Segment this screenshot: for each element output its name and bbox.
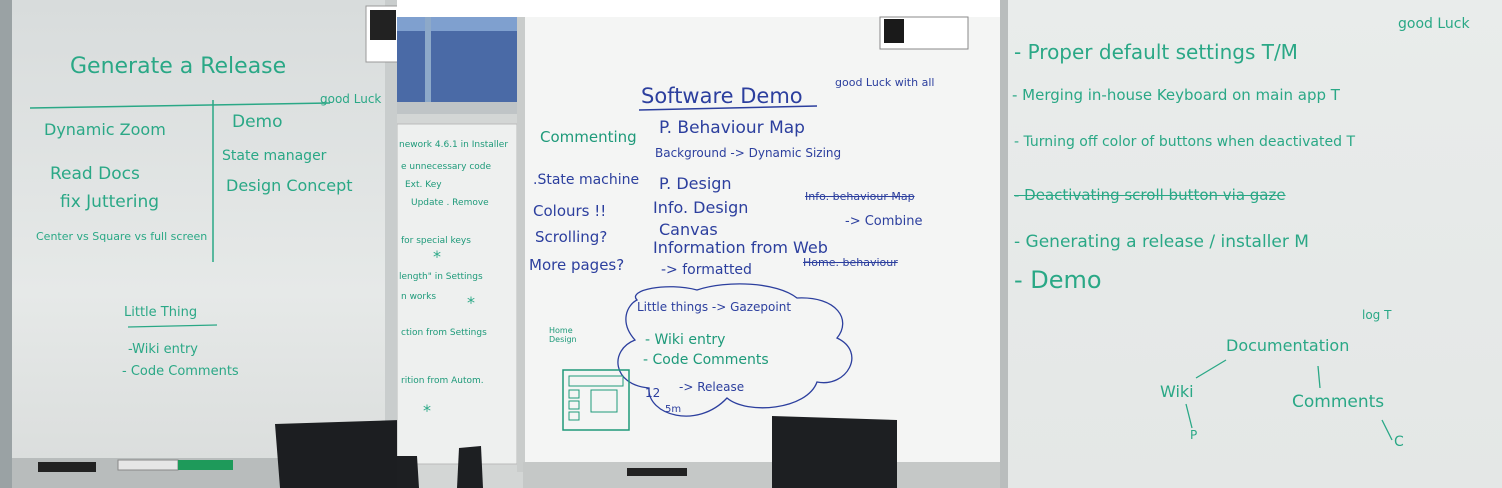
- good-luck-note: good Luck: [320, 92, 382, 106]
- item-demo: - Demo: [1014, 266, 1102, 294]
- item-fix-juttering: fix Juttering: [60, 192, 160, 212]
- good-luck-note: good Luck: [1398, 16, 1470, 32]
- item-canvas: Canvas: [659, 220, 718, 239]
- item-state-machine: .State machine: [533, 172, 640, 188]
- whiteboard-photo-right: good Luck - Proper default settings T/M …: [1000, 0, 1502, 488]
- svg-text:*: *: [433, 247, 441, 266]
- item-home-behaviour: Home. behaviour: [803, 256, 898, 269]
- svg-text:*: *: [467, 293, 475, 312]
- item-more-pages: More pages?: [529, 256, 625, 274]
- eraser-icon: [627, 468, 687, 476]
- board-title: Software Demo: [641, 84, 803, 108]
- board-title: Generate a Release: [70, 54, 287, 79]
- monitor-icon: [397, 456, 419, 488]
- cloud-heading: Little things -> Gazepoint: [637, 300, 792, 314]
- back-line: ction from Settings: [401, 328, 487, 338]
- item-behaviour-map: P. Behaviour Map: [659, 118, 805, 138]
- monitor-icon: [457, 446, 483, 488]
- whiteboard-right-drawing: [1000, 0, 1393, 488]
- sketch-sub: 5m: [665, 404, 682, 415]
- back-line: nework 4.6.1 in Installer: [399, 140, 509, 150]
- back-line: n works: [401, 292, 437, 302]
- item-generating-release: - Generating a release / installer M: [1014, 232, 1309, 252]
- item-info-behaviour-map: Info. behaviour Map: [805, 190, 915, 203]
- wiki-owner: P: [1190, 428, 1198, 442]
- demo-heading: Demo: [232, 112, 283, 132]
- back-line: e unnecessary code: [401, 162, 492, 172]
- cloud-wiki-entry: - Wiki entry: [645, 332, 726, 348]
- item-commenting: Commenting: [540, 128, 637, 146]
- item-wiki-entry: -Wiki entry: [128, 342, 198, 357]
- monitor-icon: [275, 420, 400, 488]
- item-design-concept: Design Concept: [226, 176, 353, 195]
- comments-owner: C: [1394, 434, 1404, 450]
- marker-icon: [178, 460, 233, 470]
- back-line: Ext. Key: [405, 180, 442, 190]
- whiteboard-middle-drawing: * * *: [397, 16, 1000, 488]
- little-thing-heading: Little Thing: [124, 305, 198, 320]
- item-p-design: P. Design: [659, 174, 732, 193]
- eraser-icon: [38, 462, 96, 472]
- item-scrolling: Scrolling?: [535, 228, 608, 246]
- back-line: length" in Settings: [399, 272, 483, 282]
- item-formatted: -> formatted: [661, 262, 752, 278]
- back-line: rition from Autom.: [401, 376, 484, 386]
- sketch-label: Home Design: [549, 326, 577, 344]
- item-default-settings: - Proper default settings T/M: [1014, 40, 1298, 64]
- item-dynamic-zoom: Dynamic Zoom: [44, 120, 166, 139]
- documentation-node: Documentation: [1226, 336, 1350, 355]
- item-combine: -> Combine: [845, 214, 923, 229]
- sketch-number: 12: [645, 386, 661, 400]
- item-center-square: Center vs Square vs full screen: [36, 230, 208, 243]
- cloud-code-comments: - Code Comments: [643, 352, 769, 368]
- whiteboard-photo-left: Generate a Release good Luck Dynamic Zoo…: [0, 0, 400, 488]
- item-code-comments: - Code Comments: [122, 364, 239, 379]
- whiteboard-left-drawing: [0, 0, 400, 488]
- item-deactivating-scroll: - Deactivating scroll button via gaze: [1014, 186, 1286, 204]
- item-read-docs: Read Docs: [50, 164, 140, 184]
- cloud-release: -> Release: [679, 380, 745, 394]
- item-merging-keyboard: - Merging in-house Keyboard on main app …: [1012, 86, 1340, 104]
- whiteboard-photo-middle: * * * nework 4.6.1 in Installer e unnece…: [397, 0, 1000, 488]
- item-info-design: Info. Design: [653, 198, 749, 217]
- log-node: log T: [1362, 308, 1392, 322]
- back-line: for special keys: [401, 236, 471, 246]
- item-colours: Colours !!: [533, 202, 607, 220]
- comments-node: Comments: [1292, 392, 1385, 412]
- svg-text:*: *: [423, 401, 431, 420]
- wiki-node: Wiki: [1160, 382, 1194, 401]
- item-background-sizing: Background -> Dynamic Sizing: [655, 146, 842, 160]
- item-turning-off-color: - Turning off color of buttons when deac…: [1014, 134, 1356, 150]
- item-information-web: Information from Web: [653, 238, 828, 257]
- item-state-manager: State manager: [222, 148, 327, 164]
- monitor-icon: [772, 416, 897, 488]
- marker-icon: [117, 459, 179, 471]
- good-luck-note: good Luck with all: [835, 76, 935, 89]
- back-line: Update . Remove: [411, 198, 489, 208]
